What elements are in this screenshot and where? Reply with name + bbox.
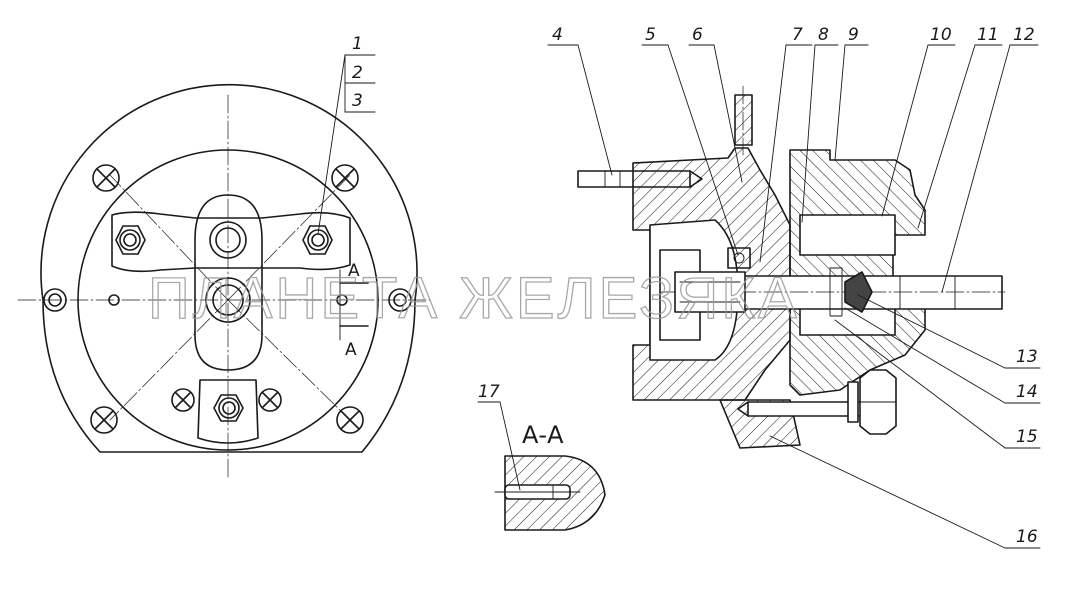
callout-13: 13 — [1016, 347, 1038, 367]
section-marker-lower: А — [345, 340, 357, 360]
right-nut — [302, 225, 333, 255]
callout-11: 11 — [977, 25, 999, 45]
callout-16: 16 — [1016, 527, 1038, 547]
callout-4: 4 — [552, 25, 563, 45]
callout-17: 17 — [478, 382, 500, 402]
callout-10: 10 — [930, 25, 952, 45]
upper-flange — [111, 211, 351, 273]
left-nut — [115, 225, 146, 255]
callout-12: 12 — [1013, 25, 1035, 45]
right-pin — [388, 288, 412, 312]
left-pin — [43, 288, 67, 312]
section-a-a-detail: А-А 17 — [477, 382, 606, 531]
callout-7: 7 — [792, 25, 803, 45]
section-title: А-А — [522, 421, 564, 449]
callout-6: 6 — [692, 25, 703, 45]
callout-3: 3 — [352, 91, 363, 111]
callout-5: 5 — [645, 25, 656, 45]
corner-bolt-holes — [90, 164, 364, 434]
rear-cover — [789, 149, 926, 396]
callout-2: 2 — [352, 63, 363, 83]
callout-14: 14 — [1016, 382, 1038, 402]
front-view: А А 1 2 3 — [17, 34, 431, 481]
callout-15: 15 — [1016, 427, 1038, 447]
callout-1: 1 — [352, 34, 363, 54]
section-view: 4 5 6 7 8 9 10 11 12 13 14 15 16 — [547, 25, 1041, 549]
callout-9: 9 — [848, 25, 859, 45]
bottom-nut — [213, 394, 244, 422]
section-marker-upper: А — [348, 261, 360, 281]
watermark: ПЛАНЕТА ЖЕЛЕЗЯКА — [148, 266, 800, 331]
gear-body — [194, 194, 263, 371]
callout-8: 8 — [818, 25, 829, 45]
seal — [727, 247, 751, 269]
